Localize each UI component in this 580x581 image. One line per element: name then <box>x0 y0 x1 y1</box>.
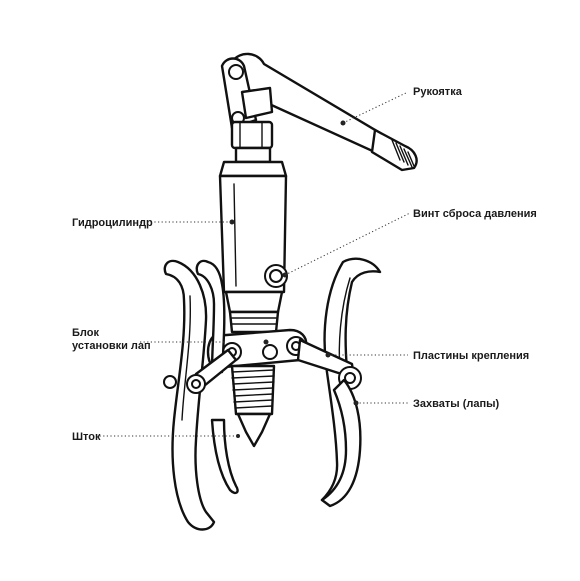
label-cylinder: Гидроцилиндр <box>72 217 153 229</box>
label-jaws: Захваты (лапы) <box>413 398 500 410</box>
puller-illustration <box>163 52 418 531</box>
label-handle: Рукоятка <box>413 86 463 98</box>
label-release-screw: Винт сброса давления <box>413 208 537 220</box>
label-block-line1: Блок <box>72 327 99 339</box>
label-plates: Пластины крепления <box>413 350 529 362</box>
labels: Рукоятка Гидроцилиндр Винт сброса давлен… <box>72 86 537 443</box>
pump-head <box>218 120 288 178</box>
jaw-left <box>163 259 239 531</box>
hydraulic-cylinder <box>218 174 288 314</box>
threaded-rod <box>230 364 276 448</box>
label-rod: Шток <box>72 431 101 443</box>
label-block-line2: установки лап <box>72 340 151 352</box>
release-screw <box>264 264 288 288</box>
leader-lines <box>96 91 411 437</box>
